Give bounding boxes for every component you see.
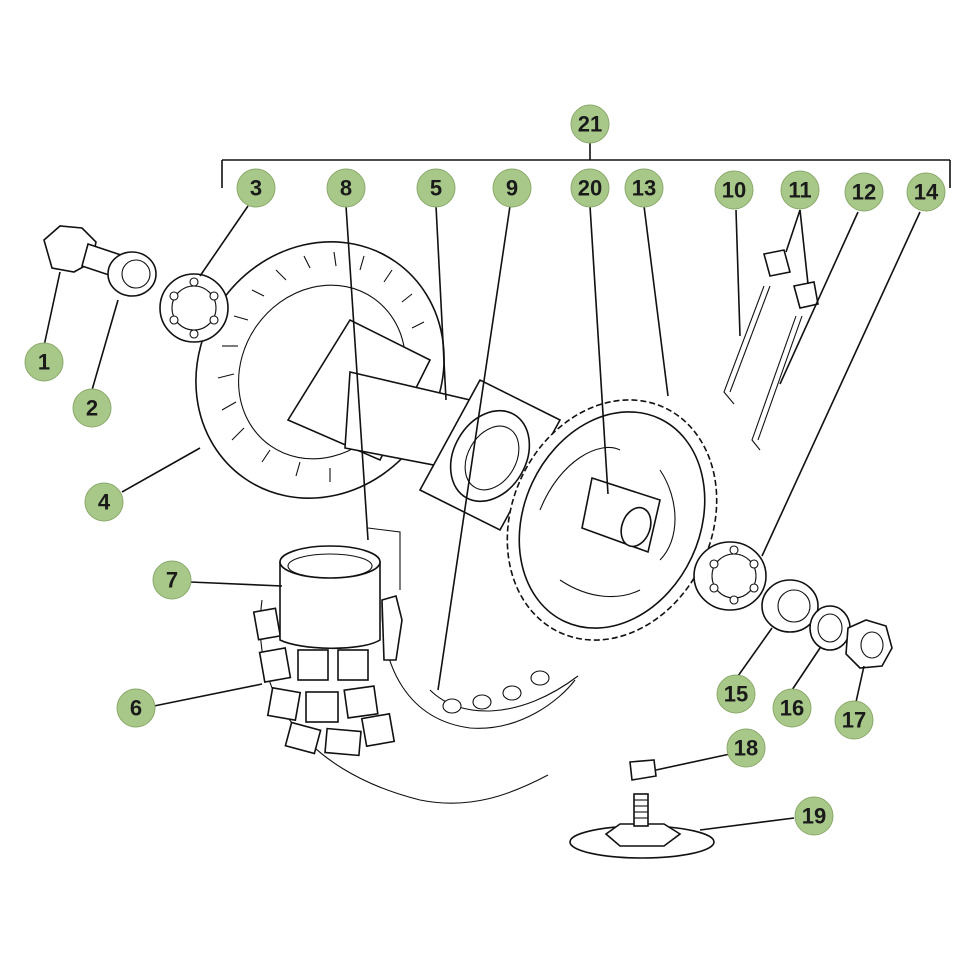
callout-7: 7 <box>152 560 192 600</box>
spacer-part <box>107 251 157 297</box>
hub-part <box>286 318 562 532</box>
callout-9: 9 <box>492 168 532 208</box>
callout-17: 17 <box>834 700 874 740</box>
svg-text:14: 14 <box>914 180 939 205</box>
svg-text:11: 11 <box>788 178 811 203</box>
svg-text:5: 5 <box>430 176 442 201</box>
bearing-right-part <box>693 541 767 611</box>
svg-text:20: 20 <box>578 176 602 201</box>
svg-text:12: 12 <box>852 180 876 205</box>
rim-spoke-holes <box>429 670 579 714</box>
svg-text:7: 7 <box>166 568 178 593</box>
rim-insert-part <box>279 527 401 650</box>
svg-text:3: 3 <box>250 176 262 201</box>
spacer-right-part <box>761 579 819 633</box>
svg-text:18: 18 <box>734 736 758 761</box>
axle-nut-part <box>845 619 893 669</box>
svg-text:1: 1 <box>38 350 50 375</box>
svg-text:9: 9 <box>506 176 518 201</box>
callout-10: 10 <box>714 170 754 210</box>
callout-19: 19 <box>794 796 834 836</box>
svg-text:17: 17 <box>842 708 866 733</box>
svg-text:21: 21 <box>578 112 602 137</box>
callout-15: 15 <box>716 674 756 714</box>
callout-8: 8 <box>326 168 366 208</box>
callout-3: 3 <box>236 168 276 208</box>
leader-lines <box>43 205 921 831</box>
callout-16: 16 <box>772 688 812 728</box>
svg-text:4: 4 <box>98 490 111 515</box>
callout-14: 14 <box>906 172 946 212</box>
svg-text:16: 16 <box>780 696 804 721</box>
svg-text:13: 13 <box>632 176 656 201</box>
callout-13: 13 <box>624 168 664 208</box>
rim-lock-plate-part <box>569 793 715 859</box>
callout-5: 5 <box>416 168 456 208</box>
svg-text:15: 15 <box>724 682 748 707</box>
svg-text:10: 10 <box>722 178 746 203</box>
svg-text:8: 8 <box>340 176 352 201</box>
callout-2: 2 <box>72 388 112 428</box>
tire-tread-blocks <box>252 607 396 757</box>
sprocket-part <box>506 399 718 641</box>
bearing-left-part <box>159 273 229 343</box>
svg-text:6: 6 <box>130 696 142 721</box>
callout-6: 6 <box>116 688 156 728</box>
callout-21: 21 <box>570 104 610 144</box>
callout-11: 11 <box>780 170 820 210</box>
tire-part <box>252 595 576 804</box>
callout-12: 12 <box>844 172 884 212</box>
washer-part <box>809 605 851 651</box>
callout-18: 18 <box>726 728 766 768</box>
svg-text:19: 19 <box>802 804 826 829</box>
callout-4: 4 <box>84 482 124 522</box>
svg-text:2: 2 <box>86 396 98 421</box>
callout-1: 1 <box>24 342 64 382</box>
callout-20: 20 <box>570 168 610 208</box>
small-nut-part <box>629 759 657 781</box>
